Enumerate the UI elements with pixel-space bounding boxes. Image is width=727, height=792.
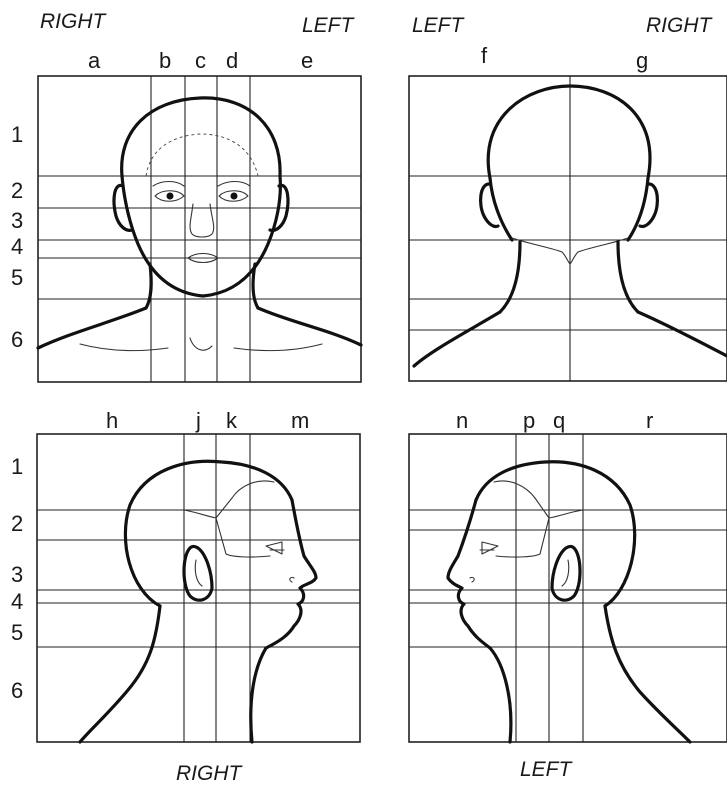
front-row-label-3: 3: [11, 208, 23, 233]
front-orientation-left: RIGHT: [40, 10, 108, 33]
front-left-eye-icon: [231, 193, 238, 200]
right-profile-panel: h j k m 1 2 3 4 5 6: [11, 408, 360, 785]
front-row-label-4: 4: [11, 234, 23, 259]
front-grid-frame: [38, 76, 361, 382]
front-col-label-e: e: [301, 48, 313, 73]
front-col-label-a: a: [88, 48, 101, 73]
front-col-label-b: b: [159, 48, 171, 73]
left-profile-panel: n p q r: [409, 408, 727, 781]
back-col-label-f: f: [481, 43, 488, 68]
front-row-label-1: 1: [11, 122, 23, 147]
right-profile-head-drawing: [80, 461, 316, 742]
front-grid-lines: [38, 76, 361, 382]
left-profile-col-label-r: r: [646, 408, 653, 433]
back-orientation-left: LEFT: [412, 14, 466, 37]
left-profile-col-label-p: p: [523, 408, 535, 433]
right-profile-col-label-k: k: [226, 408, 238, 433]
back-grid-lines: [409, 76, 727, 381]
left-profile-grid-frame: [409, 434, 727, 742]
right-profile-grid-frame: [37, 434, 360, 742]
left-profile-col-label-q: q: [553, 408, 565, 433]
right-profile-row-label-3: 3: [11, 562, 23, 587]
front-head-drawing: [38, 98, 361, 351]
right-profile-col-label-m: m: [291, 408, 309, 433]
right-profile-col-label-h: h: [106, 408, 118, 433]
right-profile-row-label-1: 1: [11, 454, 23, 479]
back-grid-frame: [409, 76, 727, 381]
back-view-panel: f g: [409, 43, 727, 381]
left-profile-caption: LEFT: [520, 758, 574, 781]
front-col-label-d: d: [226, 48, 238, 73]
left-profile-grid-lines: [409, 434, 727, 742]
left-profile-col-label-n: n: [456, 408, 468, 433]
front-orientation-right: LEFT: [302, 14, 356, 37]
front-row-label-2: 2: [11, 178, 23, 203]
right-profile-caption: RIGHT: [176, 762, 244, 785]
front-row-label-5: 5: [11, 265, 23, 290]
back-orientation-right: RIGHT: [646, 14, 714, 37]
right-profile-row-label-4: 4: [11, 589, 23, 614]
back-col-label-g: g: [636, 48, 648, 73]
right-profile-grid-lines: [37, 434, 360, 742]
left-profile-head-drawing: [448, 462, 690, 742]
front-right-eye-icon: [167, 193, 174, 200]
right-profile-row-label-5: 5: [11, 620, 23, 645]
front-col-label-c: c: [195, 48, 206, 73]
right-profile-col-label-j: j: [195, 408, 201, 433]
right-profile-row-label-6: 6: [11, 678, 23, 703]
front-row-label-6: 6: [11, 327, 23, 352]
front-view-panel: a b c d e 1 2 3 4 5 6: [11, 48, 361, 382]
right-profile-row-label-2: 2: [11, 511, 23, 536]
